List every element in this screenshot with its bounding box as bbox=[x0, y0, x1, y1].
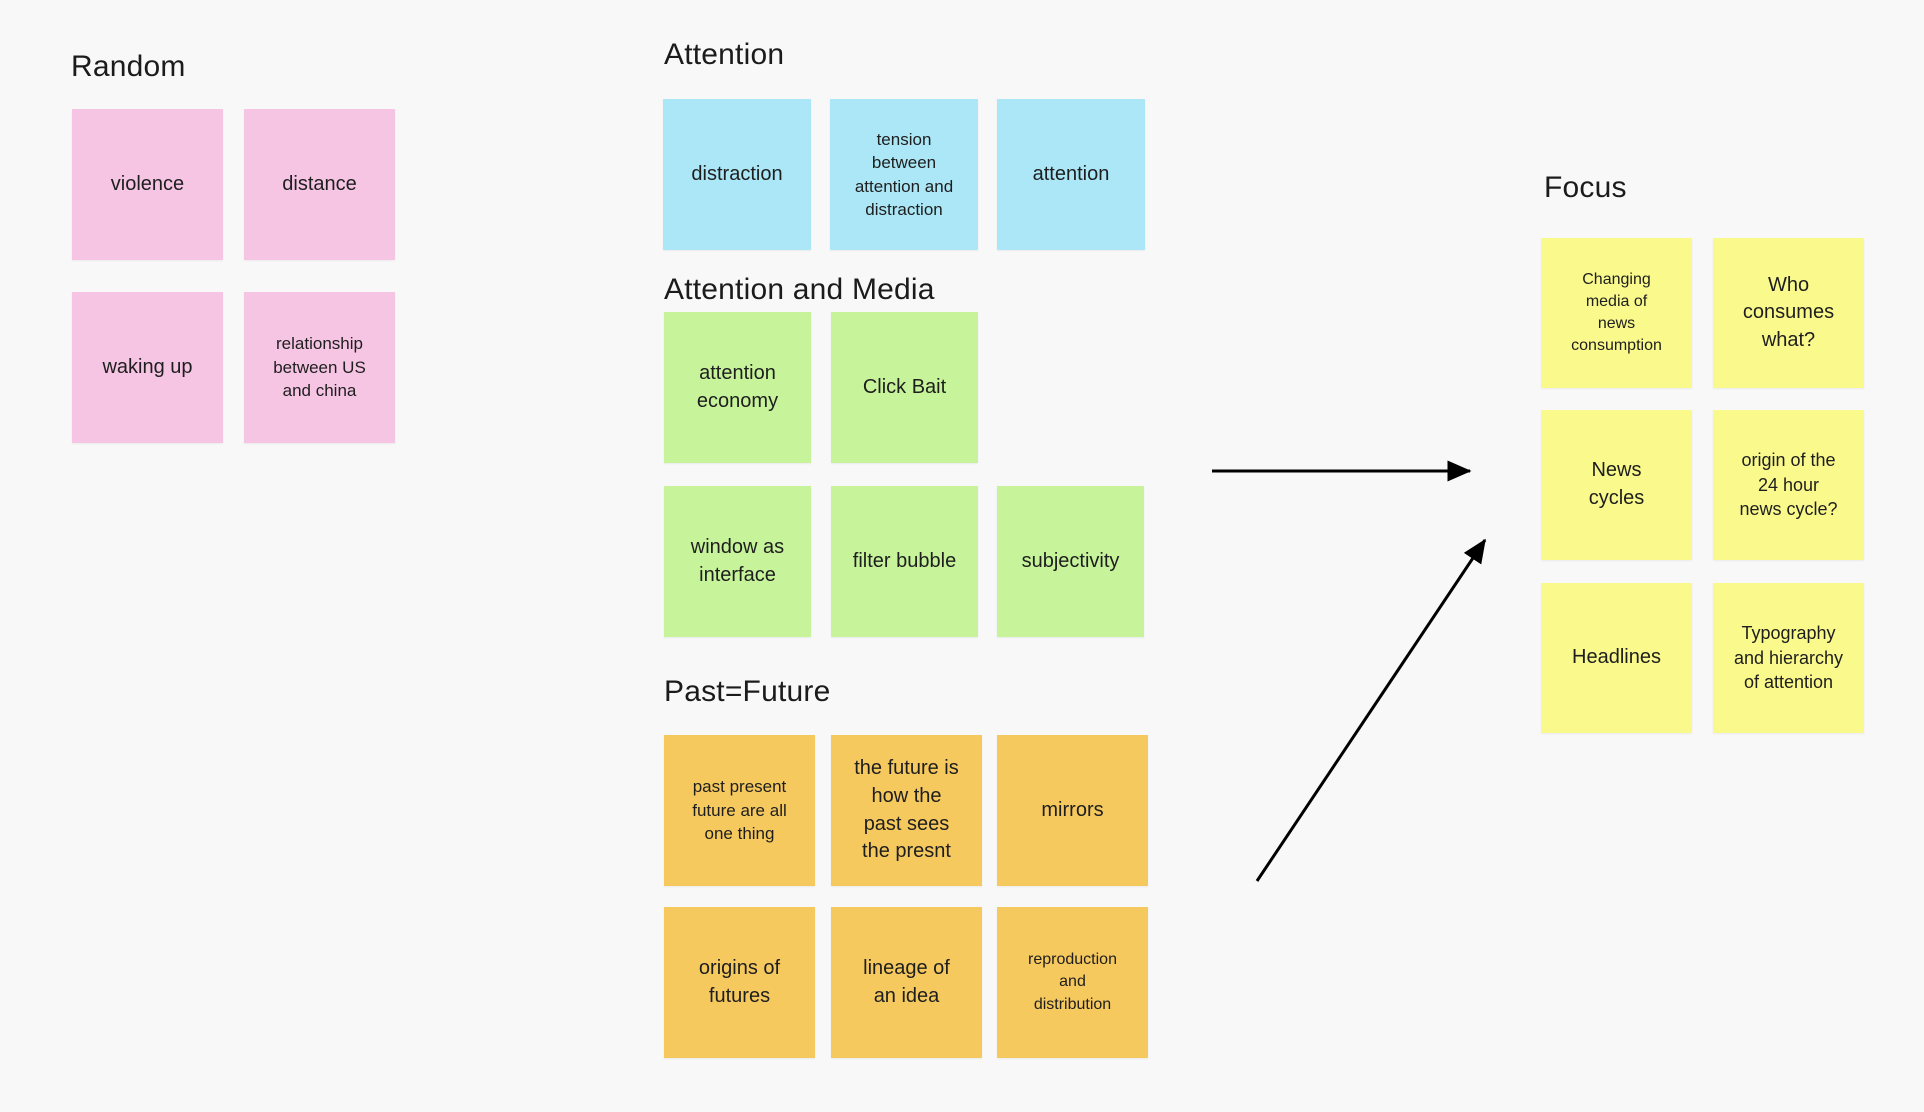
sticky-note-past-future-1[interactable]: past present future are all one thing bbox=[664, 735, 815, 886]
sticky-note-attention-and-media-4[interactable]: filter bubble bbox=[831, 486, 978, 637]
sticky-note-focus-5[interactable]: Headlines bbox=[1541, 583, 1692, 733]
sticky-note-attention-3[interactable]: attention bbox=[997, 99, 1145, 250]
sticky-note-text: violence bbox=[110, 172, 185, 195]
sticky-note-attention-and-media-2[interactable]: Click Bait bbox=[831, 312, 978, 463]
sticky-note-past-future-5[interactable]: lineage of an idea bbox=[831, 907, 982, 1058]
sticky-note-text: reproduction and distribution bbox=[1028, 951, 1117, 1013]
arrow-pastfuture-to-focus[interactable] bbox=[1255, 538, 1487, 882]
sticky-note-focus-3[interactable]: News cycles bbox=[1541, 410, 1692, 560]
sticky-note-text: distraction bbox=[691, 162, 783, 185]
sticky-note-random-4[interactable]: relationship between US and china bbox=[244, 292, 395, 443]
sticky-note-random-3[interactable]: waking up bbox=[72, 292, 223, 443]
sticky-note-text: tension between attention and distractio… bbox=[854, 129, 954, 219]
sticky-note-text: the future is how the past sees the pres… bbox=[854, 757, 959, 863]
sticky-note-text: attention economy bbox=[696, 361, 779, 412]
sticky-note-attention-and-media-3[interactable]: window as interface bbox=[664, 486, 811, 637]
group-title-past-future[interactable]: Past=Future bbox=[664, 675, 831, 708]
sticky-note-text: distance bbox=[282, 172, 357, 195]
sticky-note-text: News cycles bbox=[1588, 459, 1645, 509]
sticky-note-text: lineage of an idea bbox=[863, 956, 950, 1007]
sticky-note-text: past present future are all one thing bbox=[692, 777, 787, 844]
sticky-note-text: Typography and hierarchy of attention bbox=[1733, 622, 1844, 693]
sticky-note-attention-1[interactable]: distraction bbox=[663, 99, 811, 250]
sticky-note-focus-6[interactable]: Typography and hierarchy of attention bbox=[1713, 583, 1864, 733]
sticky-note-text: Changing media of news consumption bbox=[1571, 270, 1662, 355]
group-title-attention[interactable]: Attention bbox=[664, 38, 785, 71]
sticky-note-text: attention bbox=[1032, 162, 1110, 185]
sticky-note-text: Headlines bbox=[1572, 646, 1661, 669]
sticky-note-text: filter bubble bbox=[852, 549, 957, 572]
group-title-focus[interactable]: Focus bbox=[1544, 171, 1627, 204]
sticky-note-text: waking up bbox=[102, 355, 193, 378]
sticky-note-past-future-2[interactable]: the future is how the past sees the pres… bbox=[831, 735, 982, 886]
sticky-note-text: origin of the 24 hour news cycle? bbox=[1739, 449, 1838, 520]
sticky-note-text: mirrors bbox=[1041, 798, 1104, 821]
sticky-note-text: subjectivity bbox=[1021, 549, 1120, 572]
sticky-note-text: origins of futures bbox=[698, 956, 781, 1007]
sticky-note-random-1[interactable]: violence bbox=[72, 109, 223, 260]
group-title-attention-and-media[interactable]: Attention and Media bbox=[664, 273, 935, 306]
sticky-note-focus-4[interactable]: origin of the 24 hour news cycle? bbox=[1713, 410, 1864, 560]
sticky-note-focus-1[interactable]: Changing media of news consumption bbox=[1541, 238, 1692, 388]
sticky-note-past-future-3[interactable]: mirrors bbox=[997, 735, 1148, 886]
sticky-note-past-future-4[interactable]: origins of futures bbox=[664, 907, 815, 1058]
sticky-note-past-future-6[interactable]: reproduction and distribution bbox=[997, 907, 1148, 1058]
sticky-note-text: window as interface bbox=[690, 535, 785, 586]
sticky-note-text: relationship between US and china bbox=[273, 334, 366, 401]
sticky-note-text: Who consumes what? bbox=[1742, 273, 1835, 351]
group-title-random[interactable]: Random bbox=[71, 50, 186, 83]
sticky-note-text: Click Bait bbox=[862, 375, 947, 398]
sticky-note-focus-2[interactable]: Who consumes what? bbox=[1713, 238, 1864, 388]
sticky-note-attention-and-media-5[interactable]: subjectivity bbox=[997, 486, 1144, 637]
sticky-note-random-2[interactable]: distance bbox=[244, 109, 395, 260]
sticky-note-attention-and-media-1[interactable]: attention economy bbox=[664, 312, 811, 463]
sticky-note-attention-2[interactable]: tension between attention and distractio… bbox=[830, 99, 978, 250]
